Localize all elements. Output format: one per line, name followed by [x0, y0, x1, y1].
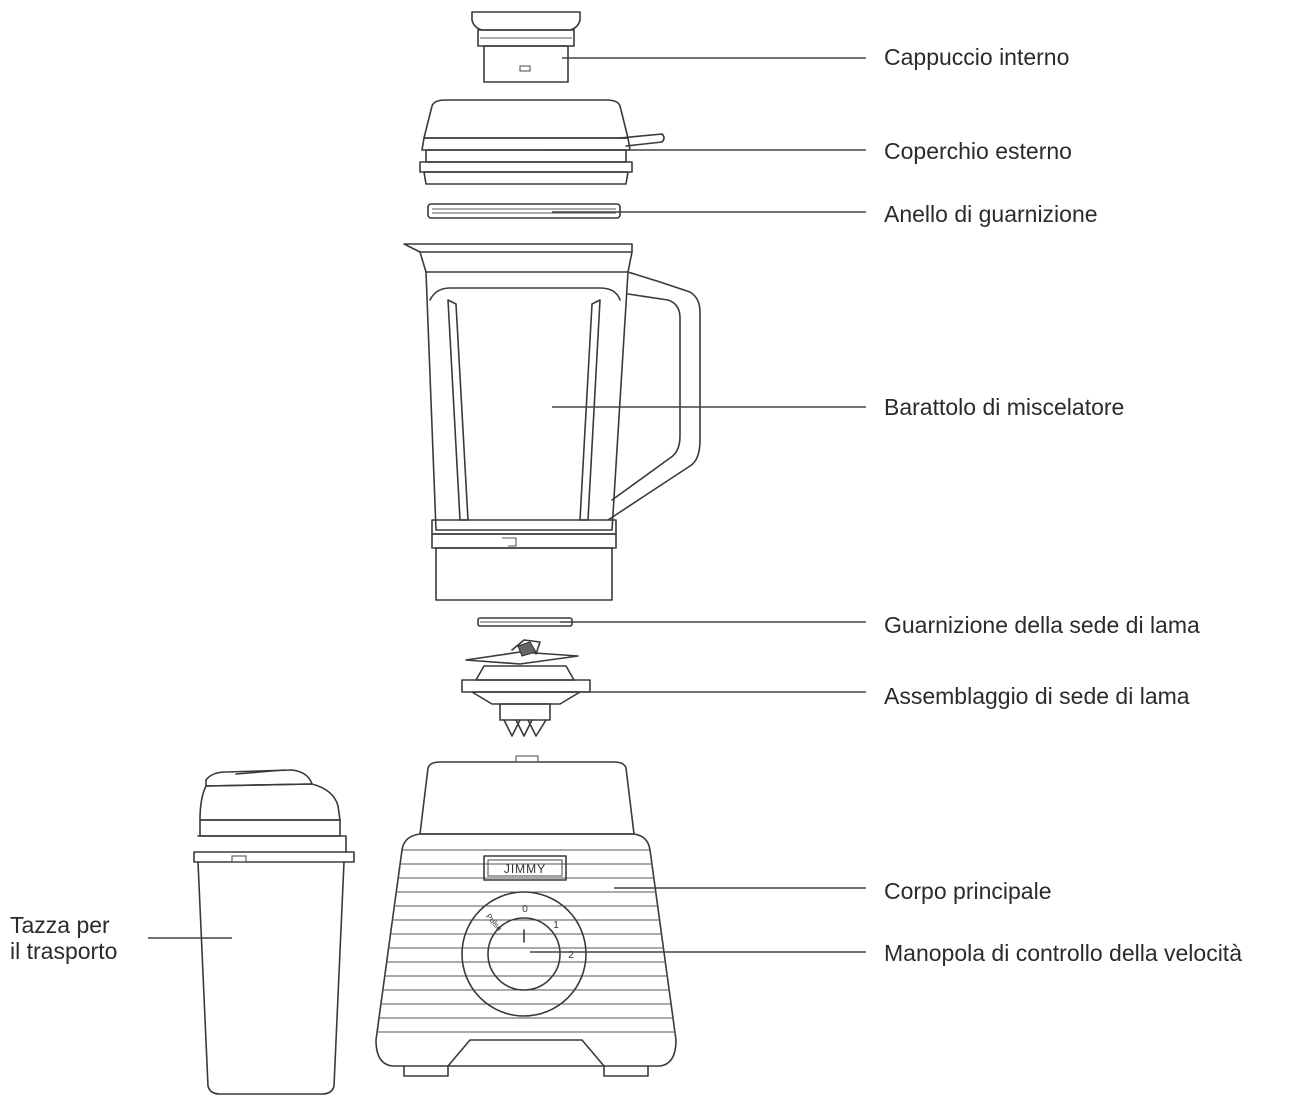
dial-label-0: 0 [522, 904, 528, 915]
label-outer-lid: Coperchio esterno [884, 138, 1072, 164]
label-travel-cup-line2: il trasporto [10, 940, 117, 963]
blade-seat-gasket-drawing [478, 618, 572, 626]
label-blade-seat-assembly: Assemblaggio di sede di lama [884, 683, 1190, 709]
main-body-drawing: JIMMY 0 1 2 Pulse [376, 756, 676, 1076]
leader-lines [148, 58, 866, 952]
label-seal-ring: Anello di guarnizione [884, 201, 1098, 227]
blender-jar-drawing [404, 244, 700, 600]
travel-cup-drawing [194, 770, 354, 1094]
outer-lid-drawing [420, 100, 664, 184]
dial-label-pulse: Pulse [484, 912, 504, 934]
seal-ring-drawing [428, 204, 620, 218]
label-travel-cup-line1: Tazza per [10, 914, 110, 937]
label-blender-jar: Barattolo di miscelatore [884, 394, 1124, 420]
dial-label-1: 1 [553, 920, 559, 931]
label-blade-seat-gasket: Guarnizione della sede di lama [884, 612, 1200, 638]
brand-logo-text: JIMMY [504, 862, 546, 876]
label-main-body: Corpo principale [884, 878, 1051, 904]
label-speed-knob: Manopola di controllo della velocità [884, 940, 1242, 966]
inner-cap-drawing [472, 12, 580, 82]
blade-seat-assembly-drawing [462, 640, 590, 736]
label-inner-cap: Cappuccio interno [884, 44, 1069, 70]
